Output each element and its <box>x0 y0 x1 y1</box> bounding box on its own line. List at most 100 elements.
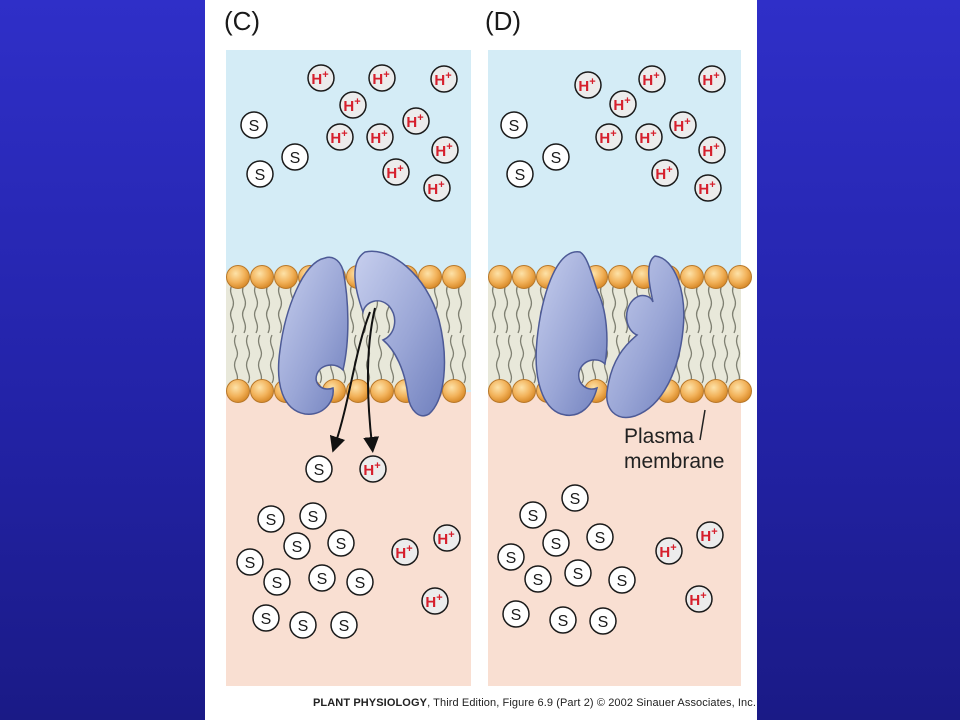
proton-molecule: H+ <box>651 159 679 187</box>
solute-molecule: S <box>330 611 358 639</box>
lipid-tail <box>445 284 451 334</box>
lipid-head <box>488 265 512 289</box>
solute-molecule: S <box>236 548 264 576</box>
proton-molecule: H+ <box>433 524 461 552</box>
proton-molecule: H+ <box>635 123 663 151</box>
solute-molecule: S <box>299 502 327 530</box>
panel-c-label: (C) <box>224 6 261 36</box>
proton-molecule: H+ <box>307 64 335 92</box>
solute-molecule: S <box>542 529 570 557</box>
solute-molecule: S <box>506 160 534 188</box>
caption-book-title: PLANT PHYSIOLOGY <box>313 697 428 709</box>
lipid-head <box>250 265 274 289</box>
proton-molecule: H+ <box>609 90 637 118</box>
lipid-head <box>704 379 728 403</box>
proton-molecule: H+ <box>402 107 430 135</box>
solute-molecule: S <box>497 543 525 571</box>
plasma-membrane-label-line2: membrane <box>624 450 725 473</box>
proton-molecule: H+ <box>685 585 713 613</box>
lipid-tail <box>449 334 455 384</box>
lipid-tail <box>531 334 537 384</box>
proton-transport-arrow <box>363 307 380 453</box>
svg-text:S: S <box>533 572 544 589</box>
solute-molecule: S <box>589 607 617 635</box>
proton-molecule: H+ <box>339 91 367 119</box>
lipid-head <box>728 379 752 403</box>
proton-molecule: H+ <box>698 136 726 164</box>
lipid-tail <box>515 284 521 334</box>
solute-molecule: S <box>561 484 589 512</box>
transporter-d-left-subunit <box>535 251 608 417</box>
lipid-tail <box>457 284 463 334</box>
solute-molecule: S <box>263 568 291 596</box>
lipid-tail <box>687 334 693 384</box>
lipid-tail <box>495 334 501 384</box>
transporter-c-right-subunit <box>354 250 446 417</box>
lipid-tail <box>699 334 705 384</box>
solute-molecule: S <box>327 529 355 557</box>
solute-molecule: S <box>549 606 577 634</box>
svg-text:S: S <box>249 118 260 135</box>
proton-molecule: H+ <box>431 136 459 164</box>
lipid-head <box>370 379 394 403</box>
svg-text:S: S <box>355 575 366 592</box>
lipid-head <box>680 379 704 403</box>
lipid-tail <box>503 284 509 334</box>
svg-text:S: S <box>298 618 309 635</box>
proton-molecule: H+ <box>595 123 623 151</box>
svg-text:S: S <box>509 118 520 135</box>
transporter-d-right-subunit <box>606 255 685 419</box>
lipid-head <box>608 265 632 289</box>
lipid-head <box>250 379 274 403</box>
lipid-tail <box>611 284 617 334</box>
proton-molecule: H+ <box>359 455 387 483</box>
svg-text:S: S <box>506 550 517 567</box>
plasma-membrane-pointer <box>699 409 706 441</box>
svg-text:S: S <box>339 618 350 635</box>
svg-text:S: S <box>255 167 266 184</box>
lipid-head <box>226 265 250 289</box>
svg-text:S: S <box>551 536 562 553</box>
proton-molecule: H+ <box>655 537 683 565</box>
proton-molecule: H+ <box>366 123 394 151</box>
svg-text:S: S <box>573 566 584 583</box>
lipid-tail <box>269 334 275 384</box>
svg-text:S: S <box>336 536 347 553</box>
lipid-head <box>442 379 466 403</box>
lipid-tail <box>683 284 689 334</box>
svg-text:S: S <box>266 512 277 529</box>
lipid-tail <box>245 334 251 384</box>
svg-text:S: S <box>551 150 562 167</box>
lipid-head <box>274 265 298 289</box>
lipid-tail <box>241 284 247 334</box>
lipid-head <box>680 265 704 289</box>
solute-molecule: S <box>252 604 280 632</box>
solute-molecule: S <box>586 523 614 551</box>
solute-transport-arrow <box>329 311 371 453</box>
solute-molecule: S <box>257 505 285 533</box>
proton-molecule: H+ <box>574 71 602 99</box>
lipid-tail <box>527 284 533 334</box>
svg-text:S: S <box>317 571 328 588</box>
lipid-head <box>512 379 536 403</box>
lipid-tail <box>507 334 513 384</box>
figure-caption: PLANT PHYSIOLOGY, Third Edition, Figure … <box>313 697 756 709</box>
proton-molecule: H+ <box>669 111 697 139</box>
proton-molecule: H+ <box>326 123 354 151</box>
lipid-head <box>488 379 512 403</box>
transporter-c-left-subunit <box>277 256 349 415</box>
proton-molecule: H+ <box>638 65 666 93</box>
solute-molecule: S <box>608 566 636 594</box>
proton-molecule: H+ <box>391 538 419 566</box>
svg-text:S: S <box>272 575 283 592</box>
svg-text:S: S <box>511 607 522 624</box>
lipid-tail <box>623 284 629 334</box>
lipid-tail <box>707 284 713 334</box>
caption-rest: , Third Edition, Figure 6.9 (Part 2) © 2… <box>427 697 757 709</box>
lipid-tail <box>719 284 725 334</box>
lipid-tail <box>695 284 701 334</box>
lipid-tail <box>461 334 467 384</box>
lipid-tail <box>229 284 235 334</box>
solute-molecule: S <box>308 564 336 592</box>
